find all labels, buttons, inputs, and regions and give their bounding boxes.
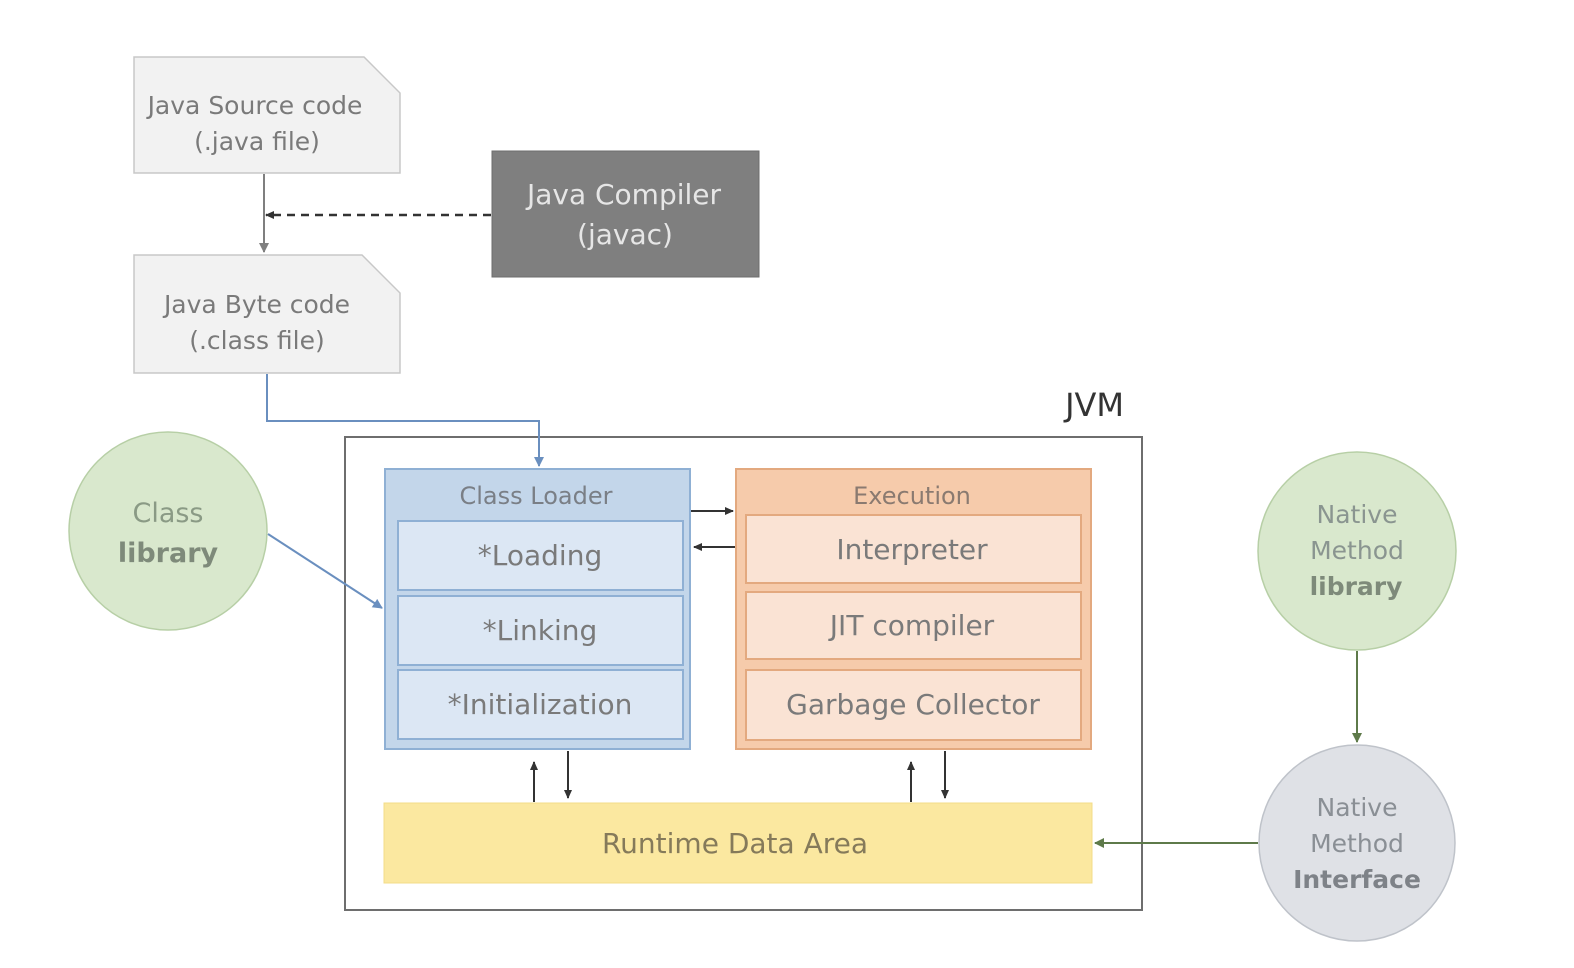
native-method-library-node: Native Method library (1257, 451, 1457, 651)
java-compiler-node: Java Compiler (javac) (491, 150, 760, 278)
class-loader-title: Class Loader (460, 482, 613, 510)
execution-interpreter: Interpreter (745, 514, 1082, 584)
jvm-boundary (344, 436, 1143, 911)
execution-title: Execution (853, 482, 971, 510)
native-interface-line1: Native (1317, 793, 1398, 822)
step-label: *Linking (483, 614, 598, 647)
class-loader-step-initialization: *Initialization (397, 669, 684, 740)
bytecode-to-classloader-arrow (266, 374, 544, 467)
class-loader-block: Class Loader *Loading *Linking *Initiali… (384, 468, 691, 750)
document-shape (133, 254, 401, 374)
execution-jit-compiler: JIT compiler (745, 591, 1082, 660)
document-shape (133, 56, 401, 174)
component-label: JIT compiler (828, 609, 995, 642)
execution-garbage-collector: Garbage Collector (745, 669, 1082, 741)
class-library-line1: Class (132, 498, 203, 529)
class-loader-step-linking: *Linking (397, 595, 684, 666)
component-label: Garbage Collector (786, 688, 1040, 721)
native-interface-line2: Method (1310, 829, 1404, 858)
native-library-circle (1257, 451, 1457, 651)
execution-block: Execution Interpreter JIT compiler Garba… (735, 468, 1092, 750)
class-library-node: Class library (68, 431, 268, 631)
native-method-interface-node: Native Method Interface (1258, 744, 1456, 942)
step-label: *Initialization (448, 688, 633, 721)
java-source-file-node: Java Source code (.java file) (133, 56, 401, 174)
class-library-circle (68, 431, 268, 631)
class-library-to-classloader-arrow (267, 533, 383, 609)
compiler-line2: (javac) (577, 218, 673, 251)
runtime-data-area-box (383, 802, 1093, 884)
native-interface-line3: Interface (1293, 865, 1421, 894)
bytecode-file-line1: Java Byte code (162, 290, 350, 319)
jvm-title: JVM (1063, 386, 1124, 424)
runtime-data-area: Runtime Data Area (383, 802, 1093, 884)
class-library-line2: library (118, 538, 219, 569)
source-file-line1: Java Source code (146, 91, 363, 120)
native-library-line1: Native (1317, 500, 1398, 529)
native-interface-circle (1258, 744, 1456, 942)
step-label: *Loading (478, 539, 602, 572)
compiler-box (491, 150, 760, 278)
class-loader-step-loading: *Loading (397, 520, 684, 591)
native-library-line3: library (1310, 572, 1403, 601)
native-library-line2: Method (1310, 536, 1404, 565)
java-bytecode-file-node: Java Byte code (.class file) (133, 254, 401, 374)
source-file-line2: (.java file) (194, 127, 320, 156)
component-label: Interpreter (836, 533, 988, 566)
runtime-data-area-label: Runtime Data Area (602, 827, 868, 860)
bytecode-file-line2: (.class file) (189, 326, 325, 355)
compiler-line1: Java Compiler (525, 178, 722, 211)
